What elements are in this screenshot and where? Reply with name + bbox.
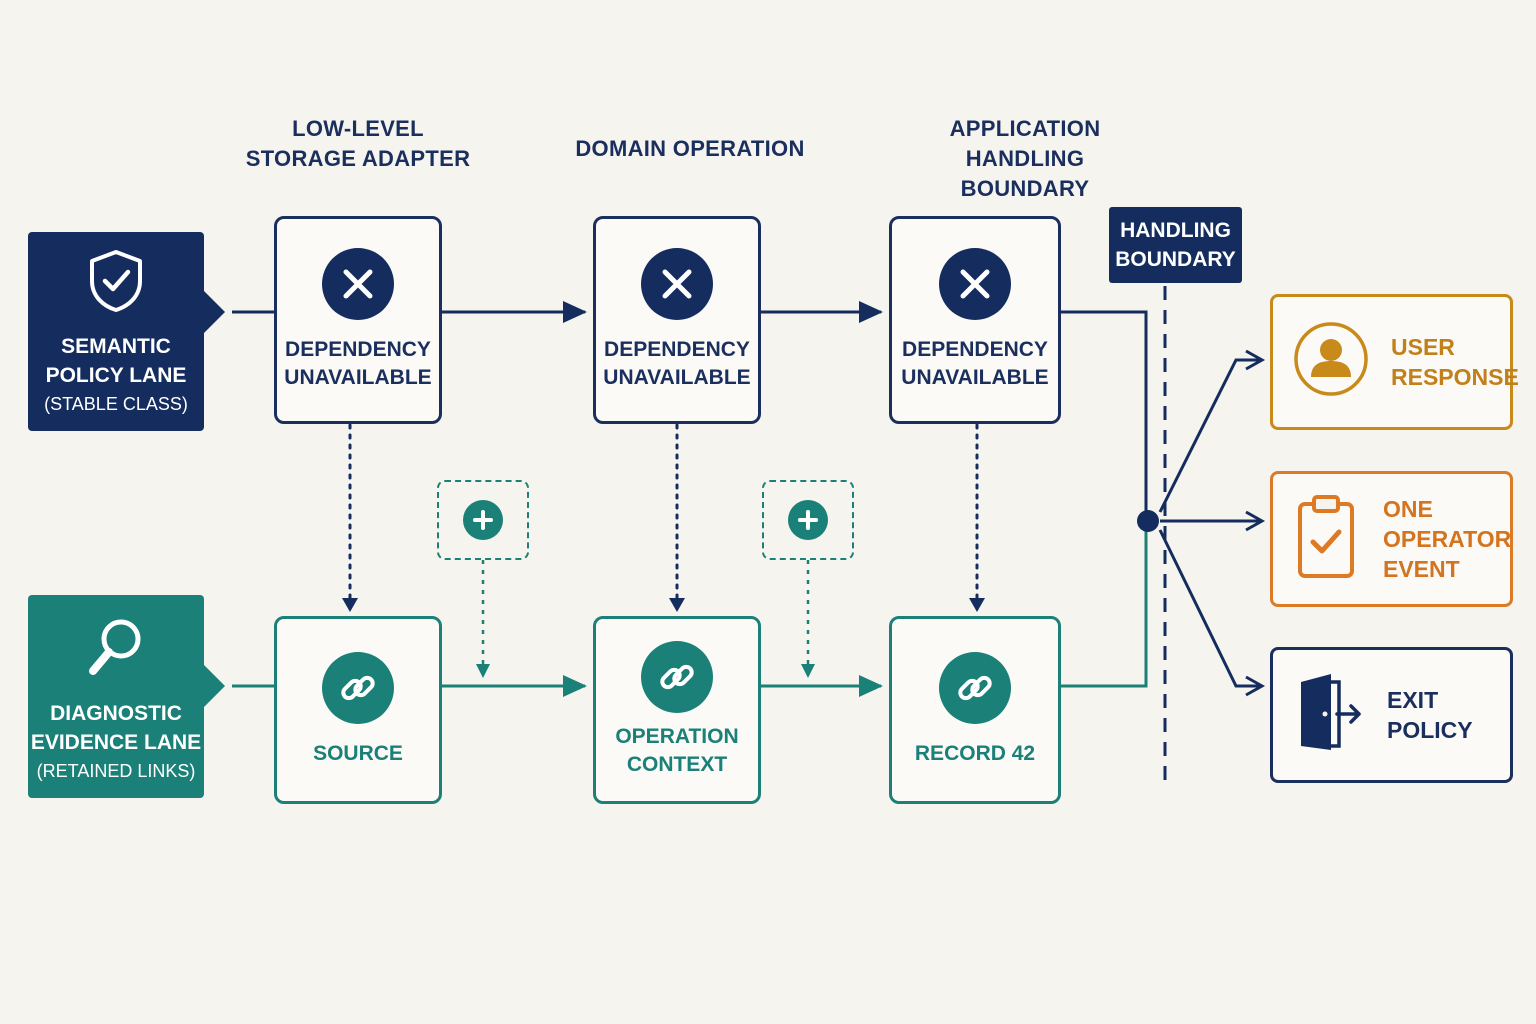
- evidence-node-record: RECORD 42: [889, 616, 1061, 804]
- column-title-storage-adapter: LOW-LEVEL STORAGE ADAPTER: [238, 114, 478, 174]
- column-title-line: LOW-LEVEL: [292, 116, 424, 141]
- boundary-tag-line: HANDLING: [1120, 219, 1231, 242]
- output-label-line: EXIT: [1387, 687, 1439, 713]
- node-label-line: CONTEXT: [626, 753, 728, 776]
- fanout-arrows: [1158, 349, 1266, 697]
- output-label-line: POLICY: [1387, 717, 1473, 743]
- node-label: SOURCE: [313, 740, 403, 768]
- node-label-line: OPERATION: [615, 725, 739, 748]
- x-icon: [641, 248, 713, 320]
- node-label: DEPENDENCY UNAVAILABLE: [603, 336, 750, 392]
- policy-node-domain-operation: DEPENDENCY UNAVAILABLE: [593, 216, 761, 424]
- link-icon: [939, 652, 1011, 724]
- output-label-line: OPERATOR: [1383, 526, 1512, 552]
- evidence-lane-arrows: [232, 520, 1148, 697]
- node-label: OPERATION CONTEXT: [615, 723, 738, 779]
- node-label-line: DEPENDENCY: [604, 338, 750, 361]
- output-label: USER RESPONSE: [1391, 332, 1519, 392]
- junction-dot: [1137, 510, 1159, 532]
- column-title-line: DOMAIN OPERATION: [575, 136, 805, 161]
- node-label: RECORD 42: [915, 740, 1035, 768]
- classification-links: [342, 423, 985, 612]
- exit-door-icon: [1297, 670, 1363, 761]
- node-label: DEPENDENCY UNAVAILABLE: [901, 336, 1048, 392]
- node-label-line: DEPENDENCY: [902, 338, 1048, 361]
- x-icon: [322, 248, 394, 320]
- node-label-line: UNAVAILABLE: [603, 366, 751, 389]
- link-icon: [322, 652, 394, 724]
- x-icon: [939, 248, 1011, 320]
- output-exit-policy: EXIT POLICY: [1270, 647, 1513, 783]
- output-label-line: RESPONSE: [1391, 364, 1519, 390]
- shield-check-icon: [87, 248, 145, 322]
- plus-icon: [788, 500, 828, 540]
- handling-boundary-tag: HANDLING BOUNDARY: [1109, 207, 1242, 283]
- lane-subtitle: (RETAINED LINKS): [36, 761, 196, 781]
- semantic-lane-pointer: [203, 290, 225, 334]
- output-user-response: USER RESPONSE: [1270, 294, 1519, 430]
- lane-subtitle: (STABLE CLASS): [44, 394, 188, 414]
- evidence-node-source: SOURCE: [274, 616, 442, 804]
- column-title-application-boundary: APPLICATION HANDLING BOUNDARY: [890, 114, 1160, 204]
- output-label-line: ONE: [1383, 496, 1433, 522]
- lane-title: POLICY LANE: [45, 364, 187, 387]
- node-label: DEPENDENCY UNAVAILABLE: [284, 336, 431, 392]
- column-title-line: APPLICATION HANDLING: [949, 116, 1101, 171]
- magnifier-icon: [85, 615, 147, 689]
- column-title-line: STORAGE ADAPTER: [245, 146, 471, 171]
- user-icon: [1293, 321, 1369, 404]
- node-label-line: DEPENDENCY: [285, 338, 431, 361]
- add-context-marker: [437, 480, 529, 560]
- boundary-tag-line: BOUNDARY: [1115, 248, 1236, 271]
- output-label: EXIT POLICY: [1387, 685, 1473, 745]
- node-label-line: RECORD 42: [914, 742, 1036, 765]
- policy-node-storage-adapter: DEPENDENCY UNAVAILABLE: [274, 216, 442, 424]
- column-title-line: BOUNDARY: [960, 176, 1090, 201]
- add-context-marker: [762, 480, 854, 560]
- lane-title: DIAGNOSTIC: [50, 702, 182, 725]
- lane-title: SEMANTIC: [61, 335, 171, 358]
- lane-title: EVIDENCE LANE: [30, 731, 202, 754]
- column-title-domain-operation: DOMAIN OPERATION: [560, 134, 820, 164]
- node-label-line: SOURCE: [313, 742, 403, 765]
- output-label-line: EVENT: [1383, 556, 1460, 582]
- node-label-line: UNAVAILABLE: [901, 366, 1049, 389]
- output-operator-event: ONE OPERATOR EVENT: [1270, 471, 1513, 607]
- link-icon: [641, 641, 713, 713]
- output-label-line: USER: [1391, 334, 1455, 360]
- context-add-links: [476, 560, 815, 678]
- plus-icon: [463, 500, 503, 540]
- policy-node-application-boundary: DEPENDENCY UNAVAILABLE: [889, 216, 1061, 424]
- policy-lane-arrows: [232, 301, 1148, 520]
- diagnostic-lane-pointer: [203, 664, 225, 708]
- node-label-line: UNAVAILABLE: [284, 366, 432, 389]
- semantic-policy-lane-label: SEMANTIC POLICY LANE (STABLE CLASS): [28, 232, 204, 431]
- clipboard-check-icon: [1297, 492, 1355, 587]
- evidence-node-operation-context: OPERATION CONTEXT: [593, 616, 761, 804]
- diagnostic-evidence-lane-label: DIAGNOSTIC EVIDENCE LANE (RETAINED LINKS…: [28, 595, 204, 798]
- output-label: ONE OPERATOR EVENT: [1383, 494, 1511, 584]
